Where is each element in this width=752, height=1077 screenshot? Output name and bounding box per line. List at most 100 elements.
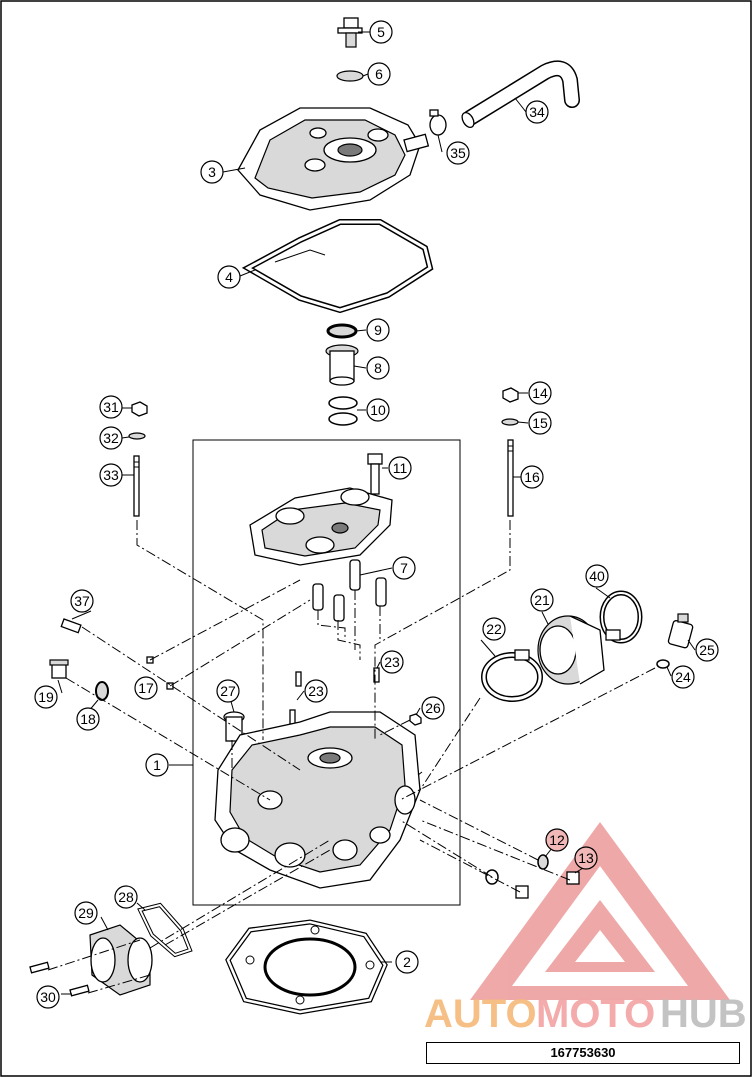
part-7-dowel-sleeves [312, 559, 387, 622]
callout-label: 7 [400, 560, 408, 576]
callout-19: 19 [34, 685, 58, 709]
part-13-plug [515, 871, 580, 899]
callout-label: 14 [532, 385, 548, 401]
part-21-intake-flange [537, 615, 605, 685]
callout-label: 33 [103, 467, 119, 483]
callout-label: 13 [578, 850, 594, 866]
callout-label: 29 [78, 905, 94, 921]
callout-23-upper: 23 [380, 650, 404, 674]
callout-13: 13 [574, 846, 598, 870]
part-15-washer [501, 418, 519, 426]
callout-label: 17 [138, 680, 154, 696]
callouts: 5 6 34 35 3 4 9 8 10 31 32 33 14 15 16 1… [34, 20, 719, 1009]
callout-8: 8 [366, 356, 390, 380]
part-35-clamp [429, 109, 447, 136]
watermark-auto: AUTO [424, 992, 537, 1036]
callout-9: 9 [366, 318, 390, 342]
part-oring-small [485, 869, 499, 885]
part-8-spark-plug-tube [325, 344, 359, 386]
assembly-frame [192, 439, 461, 906]
callout-label: 5 [377, 24, 385, 40]
part-22-hose-clamp [481, 649, 543, 702]
callout-label: 3 [208, 164, 216, 180]
part-34-hose [461, 60, 580, 129]
document-number: 167753630 [426, 1042, 740, 1064]
part-40-clamp [599, 590, 643, 644]
callout-label: 16 [524, 469, 540, 485]
callout-24: 24 [671, 665, 695, 689]
callout-23-lower: 23 [304, 679, 328, 703]
callout-37: 37 [70, 589, 94, 613]
callout-18: 18 [76, 707, 100, 731]
callout-12: 12 [545, 828, 569, 852]
part-16-stud [507, 439, 514, 517]
callout-29: 29 [74, 901, 98, 925]
callout-5: 5 [369, 20, 393, 44]
callout-30: 30 [36, 985, 60, 1009]
callout-label: 24 [675, 669, 691, 685]
camshaft-bearing-bridge [249, 487, 393, 566]
part-10-o-ring-a [328, 396, 358, 410]
callout-label: 22 [486, 621, 502, 637]
callout-label: 31 [103, 399, 119, 415]
part-24-o-ring [656, 659, 670, 669]
callout-25: 25 [695, 638, 719, 662]
part-23-pin-a [295, 671, 302, 687]
callout-label: 12 [549, 832, 565, 848]
callout-label: 9 [374, 322, 382, 338]
callout-32: 32 [99, 426, 123, 450]
part-32-washer [128, 432, 146, 440]
part-23-pin-b [289, 709, 296, 725]
callout-label: 23 [308, 683, 324, 699]
callout-label: 40 [589, 568, 605, 584]
callout-33: 33 [99, 463, 123, 487]
callout-31: 31 [99, 395, 123, 419]
part-28-gasket [137, 902, 193, 958]
callout-21: 21 [530, 588, 554, 612]
callout-label: 18 [80, 711, 96, 727]
callout-label: 25 [699, 642, 715, 658]
callout-label: 4 [225, 269, 233, 285]
part-31-nut [131, 401, 148, 417]
callout-34: 34 [525, 100, 549, 124]
callout-label: 1 [153, 757, 161, 773]
watermark-moto: MOTO [536, 992, 655, 1036]
part-25-sensor [667, 613, 694, 649]
callout-label: 30 [40, 989, 56, 1005]
part-30-bolts [29, 961, 90, 997]
part-10-o-ring-b [328, 412, 358, 426]
callout-label: 2 [403, 954, 411, 970]
part-37-fitting [60, 618, 82, 634]
callout-22: 22 [482, 617, 506, 641]
part-5-bolt [337, 17, 363, 48]
callout-label: 27 [220, 683, 236, 699]
part-19-plug [49, 659, 69, 679]
callout-label: 28 [118, 889, 134, 905]
callout-3: 3 [200, 160, 224, 184]
part-23-pin-c [373, 667, 380, 683]
callout-label: 21 [534, 592, 550, 608]
part-27-sleeve [223, 711, 245, 742]
callout-27: 27 [216, 679, 240, 703]
part-4-gasket [241, 219, 434, 314]
part-11-bolt [367, 453, 383, 495]
callout-16: 16 [520, 465, 544, 489]
callout-7: 7 [392, 556, 416, 580]
callout-17: 17 [134, 676, 158, 700]
callout-26: 26 [421, 696, 445, 720]
part-12-washer [537, 854, 549, 870]
callout-6: 6 [367, 62, 391, 86]
part-6-washer [336, 70, 364, 82]
callout-label: 10 [370, 402, 386, 418]
callout-28: 28 [114, 885, 138, 909]
callout-label: 23 [384, 654, 400, 670]
callout-label: 34 [529, 104, 545, 120]
callout-label: 19 [38, 689, 54, 705]
callout-label: 6 [375, 66, 383, 82]
watermark-logo [470, 822, 730, 1000]
callout-40: 40 [585, 564, 609, 588]
callout-10: 10 [366, 398, 390, 422]
callout-label: 32 [103, 430, 119, 446]
